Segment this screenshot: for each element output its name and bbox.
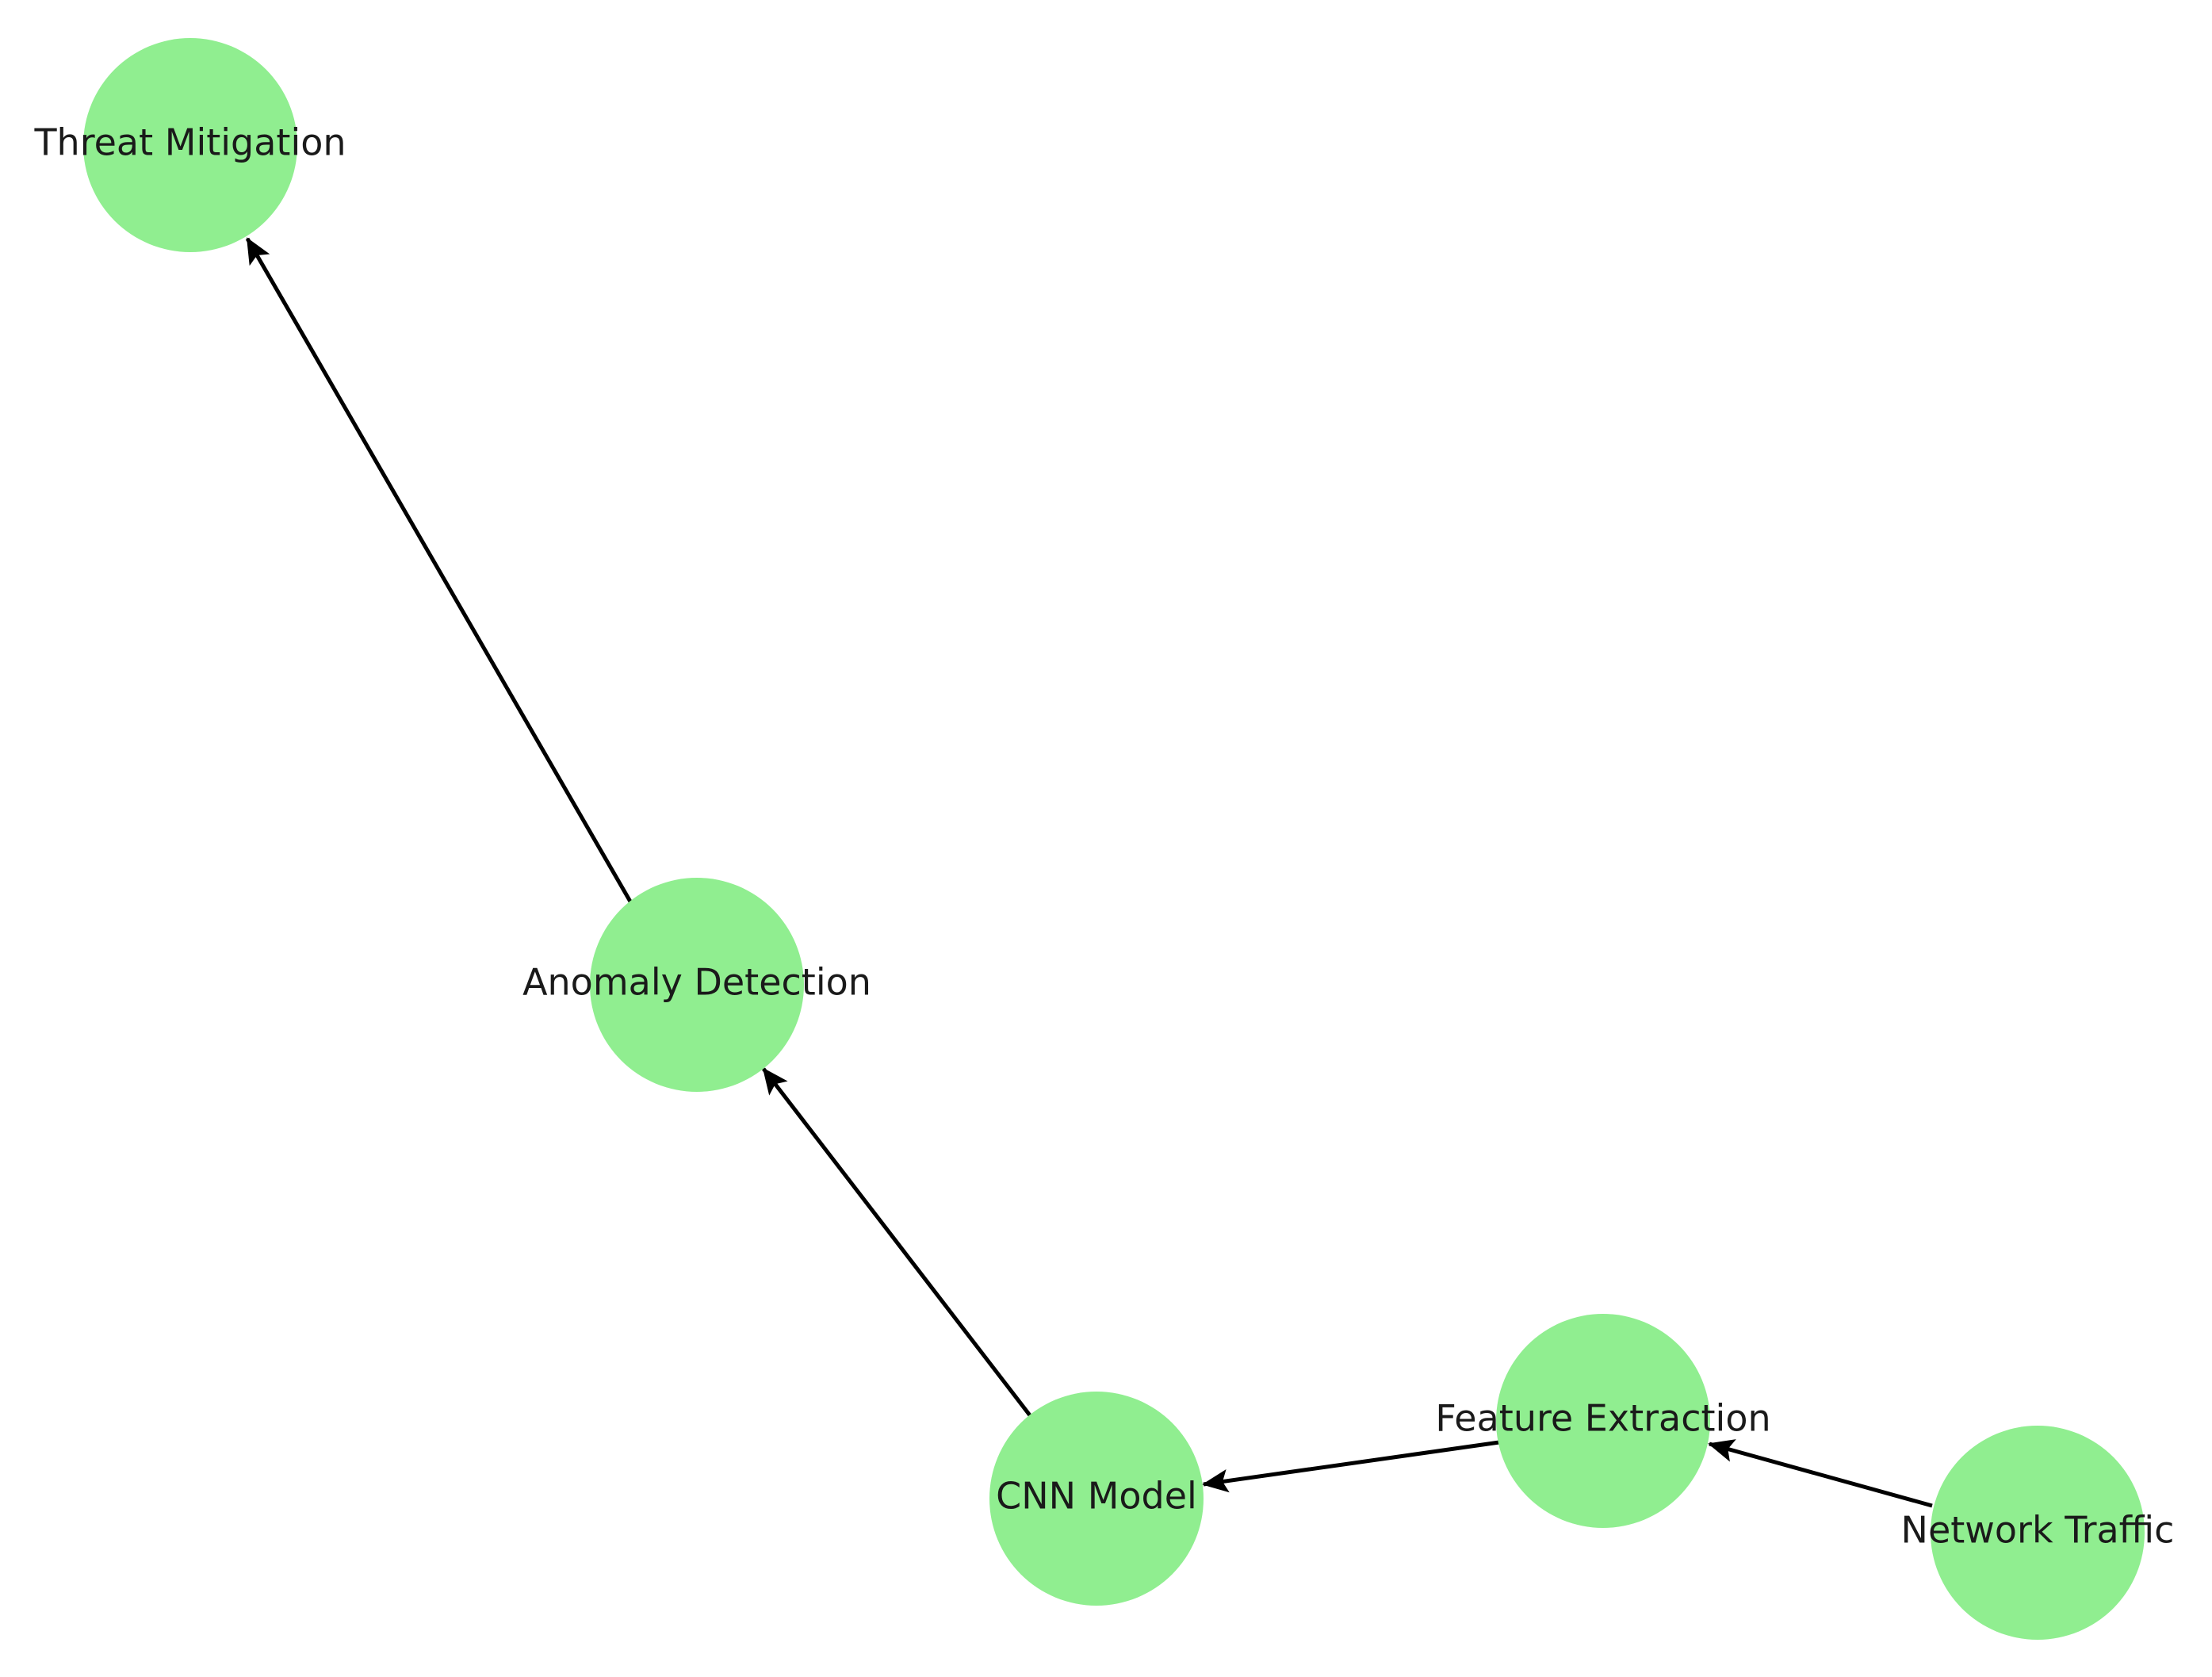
graph-node-label-feature-extraction: Feature Extraction <box>1435 1397 1770 1440</box>
graph-edge[interactable] <box>762 1067 1031 1417</box>
graph-node-anomaly-detection[interactable] <box>590 878 804 1092</box>
graph-edge[interactable] <box>245 237 633 903</box>
graph-node-feature-extraction[interactable] <box>1496 1314 1710 1528</box>
graph-node-cnn-model[interactable] <box>989 1392 1204 1606</box>
graph-node-label-threat-mitigation: Threat Mitigation <box>33 121 346 164</box>
graph-node-label-anomaly-detection: Anomaly Detection <box>522 961 871 1004</box>
graph-node-threat-mitigation[interactable] <box>83 38 297 252</box>
graph-node-network-traffic[interactable] <box>1931 1426 2145 1640</box>
edges-layer <box>245 237 1933 1508</box>
graph-edge[interactable] <box>1708 1439 1933 1508</box>
nodes-layer <box>83 38 2145 1640</box>
graph-node-label-network-traffic: Network Traffic <box>1901 1509 2175 1552</box>
graph-node-label-cnn-model: CNN Model <box>996 1475 1197 1518</box>
graph-edge[interactable] <box>1202 1440 1500 1493</box>
